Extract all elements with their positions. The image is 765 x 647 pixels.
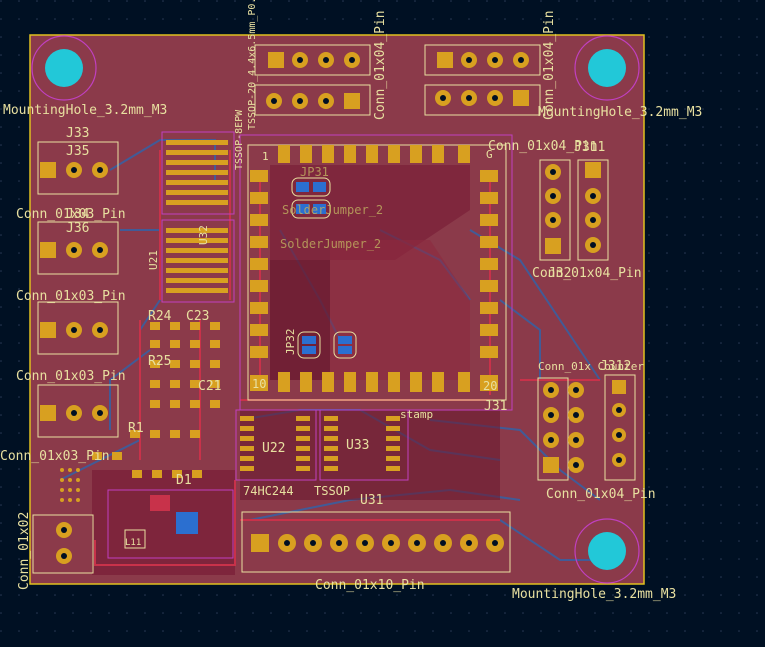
label-conn-01x04-right2: Conn_01x04_Pin xyxy=(532,266,642,281)
label-u33: U33 xyxy=(346,438,369,453)
label-j31: J31 xyxy=(484,399,507,414)
connector-01x02[interactable] xyxy=(32,514,94,574)
label-u32: U32 xyxy=(197,225,210,245)
label-tssop-8epw: TSSOP-8EPW xyxy=(234,109,245,170)
ic-u33[interactable] xyxy=(319,409,409,481)
label-j32: J32 xyxy=(548,266,571,281)
label-conn-01x02: Conn_01x02 xyxy=(17,512,32,590)
label-j35: J35 xyxy=(66,144,89,159)
label-conn-01x04-top2: Conn_01x04_Pin xyxy=(542,10,557,120)
mounting-hole-label-tl: MountingHole_3.2mm_M3 xyxy=(3,103,167,118)
label-conn-01x04-bottom: Conn_01x04_Pin xyxy=(546,487,656,502)
label-pin-g: G xyxy=(486,148,493,161)
via-grid xyxy=(60,468,80,502)
label-j36: J36 xyxy=(66,221,89,236)
connector-j36[interactable] xyxy=(37,384,119,438)
label-solder-jumper-a: SolderJumper_2 xyxy=(282,203,383,217)
label-u21: U21 xyxy=(147,250,160,270)
label-d1: D1 xyxy=(176,473,192,488)
label-u22: U22 xyxy=(262,441,285,456)
label-j311: J311 xyxy=(574,140,605,155)
label-conn-01x03-b: Conn_01x03_Pin xyxy=(16,289,126,304)
label-c23: C23 xyxy=(186,309,209,324)
connector-j33[interactable] xyxy=(37,141,119,195)
mounting-hole-label-tr: MountingHole_3.2mm_M3 xyxy=(538,105,702,120)
power-section[interactable] xyxy=(107,489,234,559)
label-u31: U31 xyxy=(360,493,383,508)
connector-j35[interactable] xyxy=(37,221,119,275)
label-conn-counter: Conn_01x Counter xyxy=(538,360,644,373)
connector-j311[interactable] xyxy=(539,159,609,261)
label-jp31: JP31 xyxy=(300,165,329,179)
label-c21: C21 xyxy=(198,379,221,394)
label-conn-01x10: Conn_01x10_Pin xyxy=(315,578,425,593)
label-solder-jumper-b: SolderJumper_2 xyxy=(280,237,381,251)
ic-u32[interactable] xyxy=(161,131,235,215)
mounting-hole-br xyxy=(574,518,640,584)
ic-u21[interactable] xyxy=(161,219,235,303)
label-jp32: JP32 xyxy=(284,329,297,356)
label-ic-74hc: 74HC244 xyxy=(243,484,294,498)
ic-u22[interactable] xyxy=(235,409,317,481)
label-tssop20: TSSOP-20_4.4x6.5mm_P0.65mm xyxy=(247,0,258,130)
label-r24: R24 xyxy=(148,309,172,324)
mounting-holes xyxy=(31,35,640,584)
label-conn-01x04-top1: Conn_01x04_Pin xyxy=(373,10,388,120)
connector-j312[interactable] xyxy=(537,374,636,481)
solder-jumper-jp31[interactable] xyxy=(291,177,331,219)
label-stamp: stamp xyxy=(400,408,433,421)
label-pin1: 1 xyxy=(262,150,269,163)
label-pin20: 20 xyxy=(483,379,497,393)
mounting-hole-tr xyxy=(574,35,640,101)
label-r1: R1 xyxy=(128,421,144,436)
label-pin10: 10 xyxy=(252,377,266,391)
connector-top-2[interactable] xyxy=(424,44,541,116)
label-j34: J34 xyxy=(66,207,90,222)
passive-cluster[interactable] xyxy=(92,322,220,478)
mounting-hole-label-br: MountingHole_3.2mm_M3 xyxy=(512,587,676,602)
label-j33: J33 xyxy=(66,126,89,141)
label-tssop: TSSOP xyxy=(314,484,350,498)
label-j312: J312 xyxy=(600,359,631,374)
mounting-hole-tl xyxy=(31,35,97,101)
label-conn-01x03-c: Conn_01x03_Pin xyxy=(16,369,126,384)
connector-top-1[interactable] xyxy=(254,44,371,116)
label-l11: L11 xyxy=(125,538,141,548)
label-r25: R25 xyxy=(148,354,171,369)
connector-01x10[interactable] xyxy=(241,511,511,573)
connector-j34[interactable] xyxy=(37,301,119,355)
solder-jumper-jp32[interactable] xyxy=(297,331,357,359)
label-conn-01x03-a: Conn_01x03_Pin xyxy=(16,207,126,222)
label-conn-01x04-right: Conn_01x04_Pin xyxy=(488,139,598,154)
label-conn-01x03-d: Conn_01x03_Pin xyxy=(0,449,110,464)
